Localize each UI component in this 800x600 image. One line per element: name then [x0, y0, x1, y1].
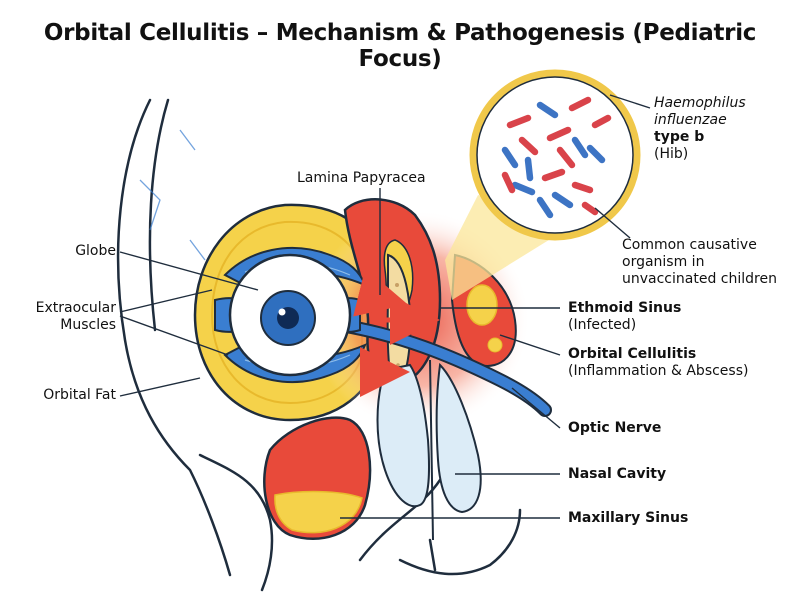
bacterium	[586, 144, 606, 164]
bacterium	[556, 146, 576, 169]
label-extraocular-muscles: Extraocular Muscles	[16, 300, 116, 334]
label-orbital-cellulitis-title: Orbital Cellulitis	[568, 346, 697, 362]
bacterium	[518, 136, 539, 156]
label-organism-note-2: organism in	[622, 254, 705, 270]
bacterium	[541, 168, 566, 182]
bacteria-magnifier	[469, 69, 641, 241]
optic-nerve-core	[335, 320, 550, 415]
label-ethmoid-sinus-title: Ethmoid Sinus	[568, 300, 682, 316]
bacterium	[536, 101, 559, 119]
infection-spread-arrows	[353, 268, 440, 397]
skull-cracks	[139, 129, 206, 261]
label-organism-note-1: Common causative	[622, 237, 757, 253]
page-title: Orbital Cellulitis – Mechanism & Pathoge…	[43, 20, 757, 72]
bacterium	[506, 114, 532, 129]
bacterium	[591, 114, 612, 129]
label-orbital-cellulitis: Orbital Cellulitis (Inflammation & Absce…	[568, 346, 748, 380]
nasal-cavity-left	[376, 363, 431, 508]
label-globe: Globe	[75, 243, 116, 259]
pus-pocket	[466, 284, 498, 326]
leader-lines	[119, 94, 651, 519]
bacterium	[501, 146, 519, 169]
bacterium	[551, 191, 574, 209]
bacteria-magnifier-rim	[476, 76, 634, 234]
label-organism-note: Common causative organism in unvaccinate…	[622, 237, 777, 288]
bacterium	[571, 181, 594, 194]
bacterium	[524, 156, 534, 182]
label-nasal-cavity: Nasal Cavity	[568, 466, 667, 482]
bacterium	[581, 201, 599, 216]
label-lamina-papyracea: Lamina Papyracea	[297, 170, 426, 186]
eye-highlight	[278, 308, 286, 316]
label-orbital-fat: Orbital Fat	[43, 387, 116, 403]
label-optic-nerve: Optic Nerve	[568, 420, 662, 436]
skull-outline	[116, 98, 522, 592]
bacterium	[546, 126, 572, 142]
label-ethmoid-sinus: Ethmoid Sinus (Infected)	[568, 300, 681, 334]
label-organism-note-3: unvaccinated children	[622, 271, 777, 287]
label-organism-name-2: influenzae	[654, 112, 727, 128]
bacterium	[536, 196, 554, 219]
pus-droplet	[487, 337, 503, 353]
bacterium	[568, 96, 592, 112]
bacterium	[571, 136, 589, 159]
bacterium	[501, 171, 516, 194]
label-extraocular-muscles-line2: Muscles	[60, 317, 116, 333]
maxillary-sinus-fluid	[274, 490, 363, 534]
nasal-septum	[429, 359, 434, 541]
label-extraocular-muscles-line1: Extraocular	[35, 300, 116, 316]
label-orbital-cellulitis-sub: (Inflammation & Abscess)	[568, 363, 749, 379]
label-maxillary-sinus: Maxillary Sinus	[568, 510, 689, 526]
label-organism-type: type b	[654, 129, 705, 145]
label-organism-name-1: Haemophilus	[654, 95, 746, 111]
bacteria-rods	[501, 96, 612, 219]
label-ethmoid-sinus-sub: (Infected)	[568, 317, 637, 333]
label-organism: Haemophilus influenzae type b (Hib)	[654, 95, 746, 163]
nasal-cavity-right	[435, 362, 482, 514]
bacterium	[511, 181, 536, 196]
label-organism-abbr: (Hib)	[654, 146, 689, 162]
